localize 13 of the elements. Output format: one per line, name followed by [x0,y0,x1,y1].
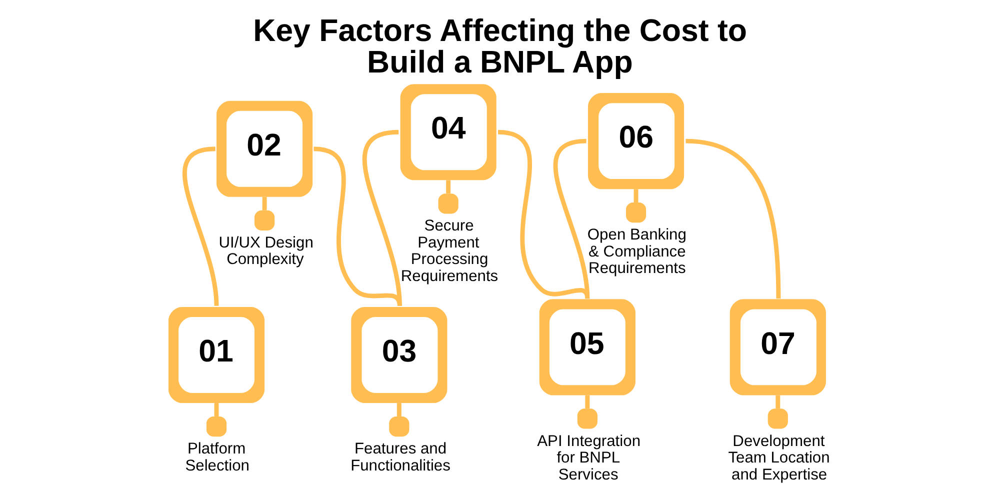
node-label: Platform Selection [185,440,250,474]
node-label: Open Banking & Compliance Requirements [587,226,686,278]
diagram-title: Key Factors Affecting the Cost to Build a BNPL App [253,12,748,80]
node-label: UI/UX Design Complexity [218,234,314,268]
node-label: API Integration for BNPL Services [537,432,641,484]
connector [362,130,402,306]
connector [182,146,219,306]
node-label: Development Team Location and Expertise [728,432,830,484]
connector [553,138,590,299]
connector [686,138,781,299]
node-label: Features and Functionalities [350,440,450,474]
connector [498,130,590,299]
node-label: Secure Payment Processing Requirements [400,218,498,285]
